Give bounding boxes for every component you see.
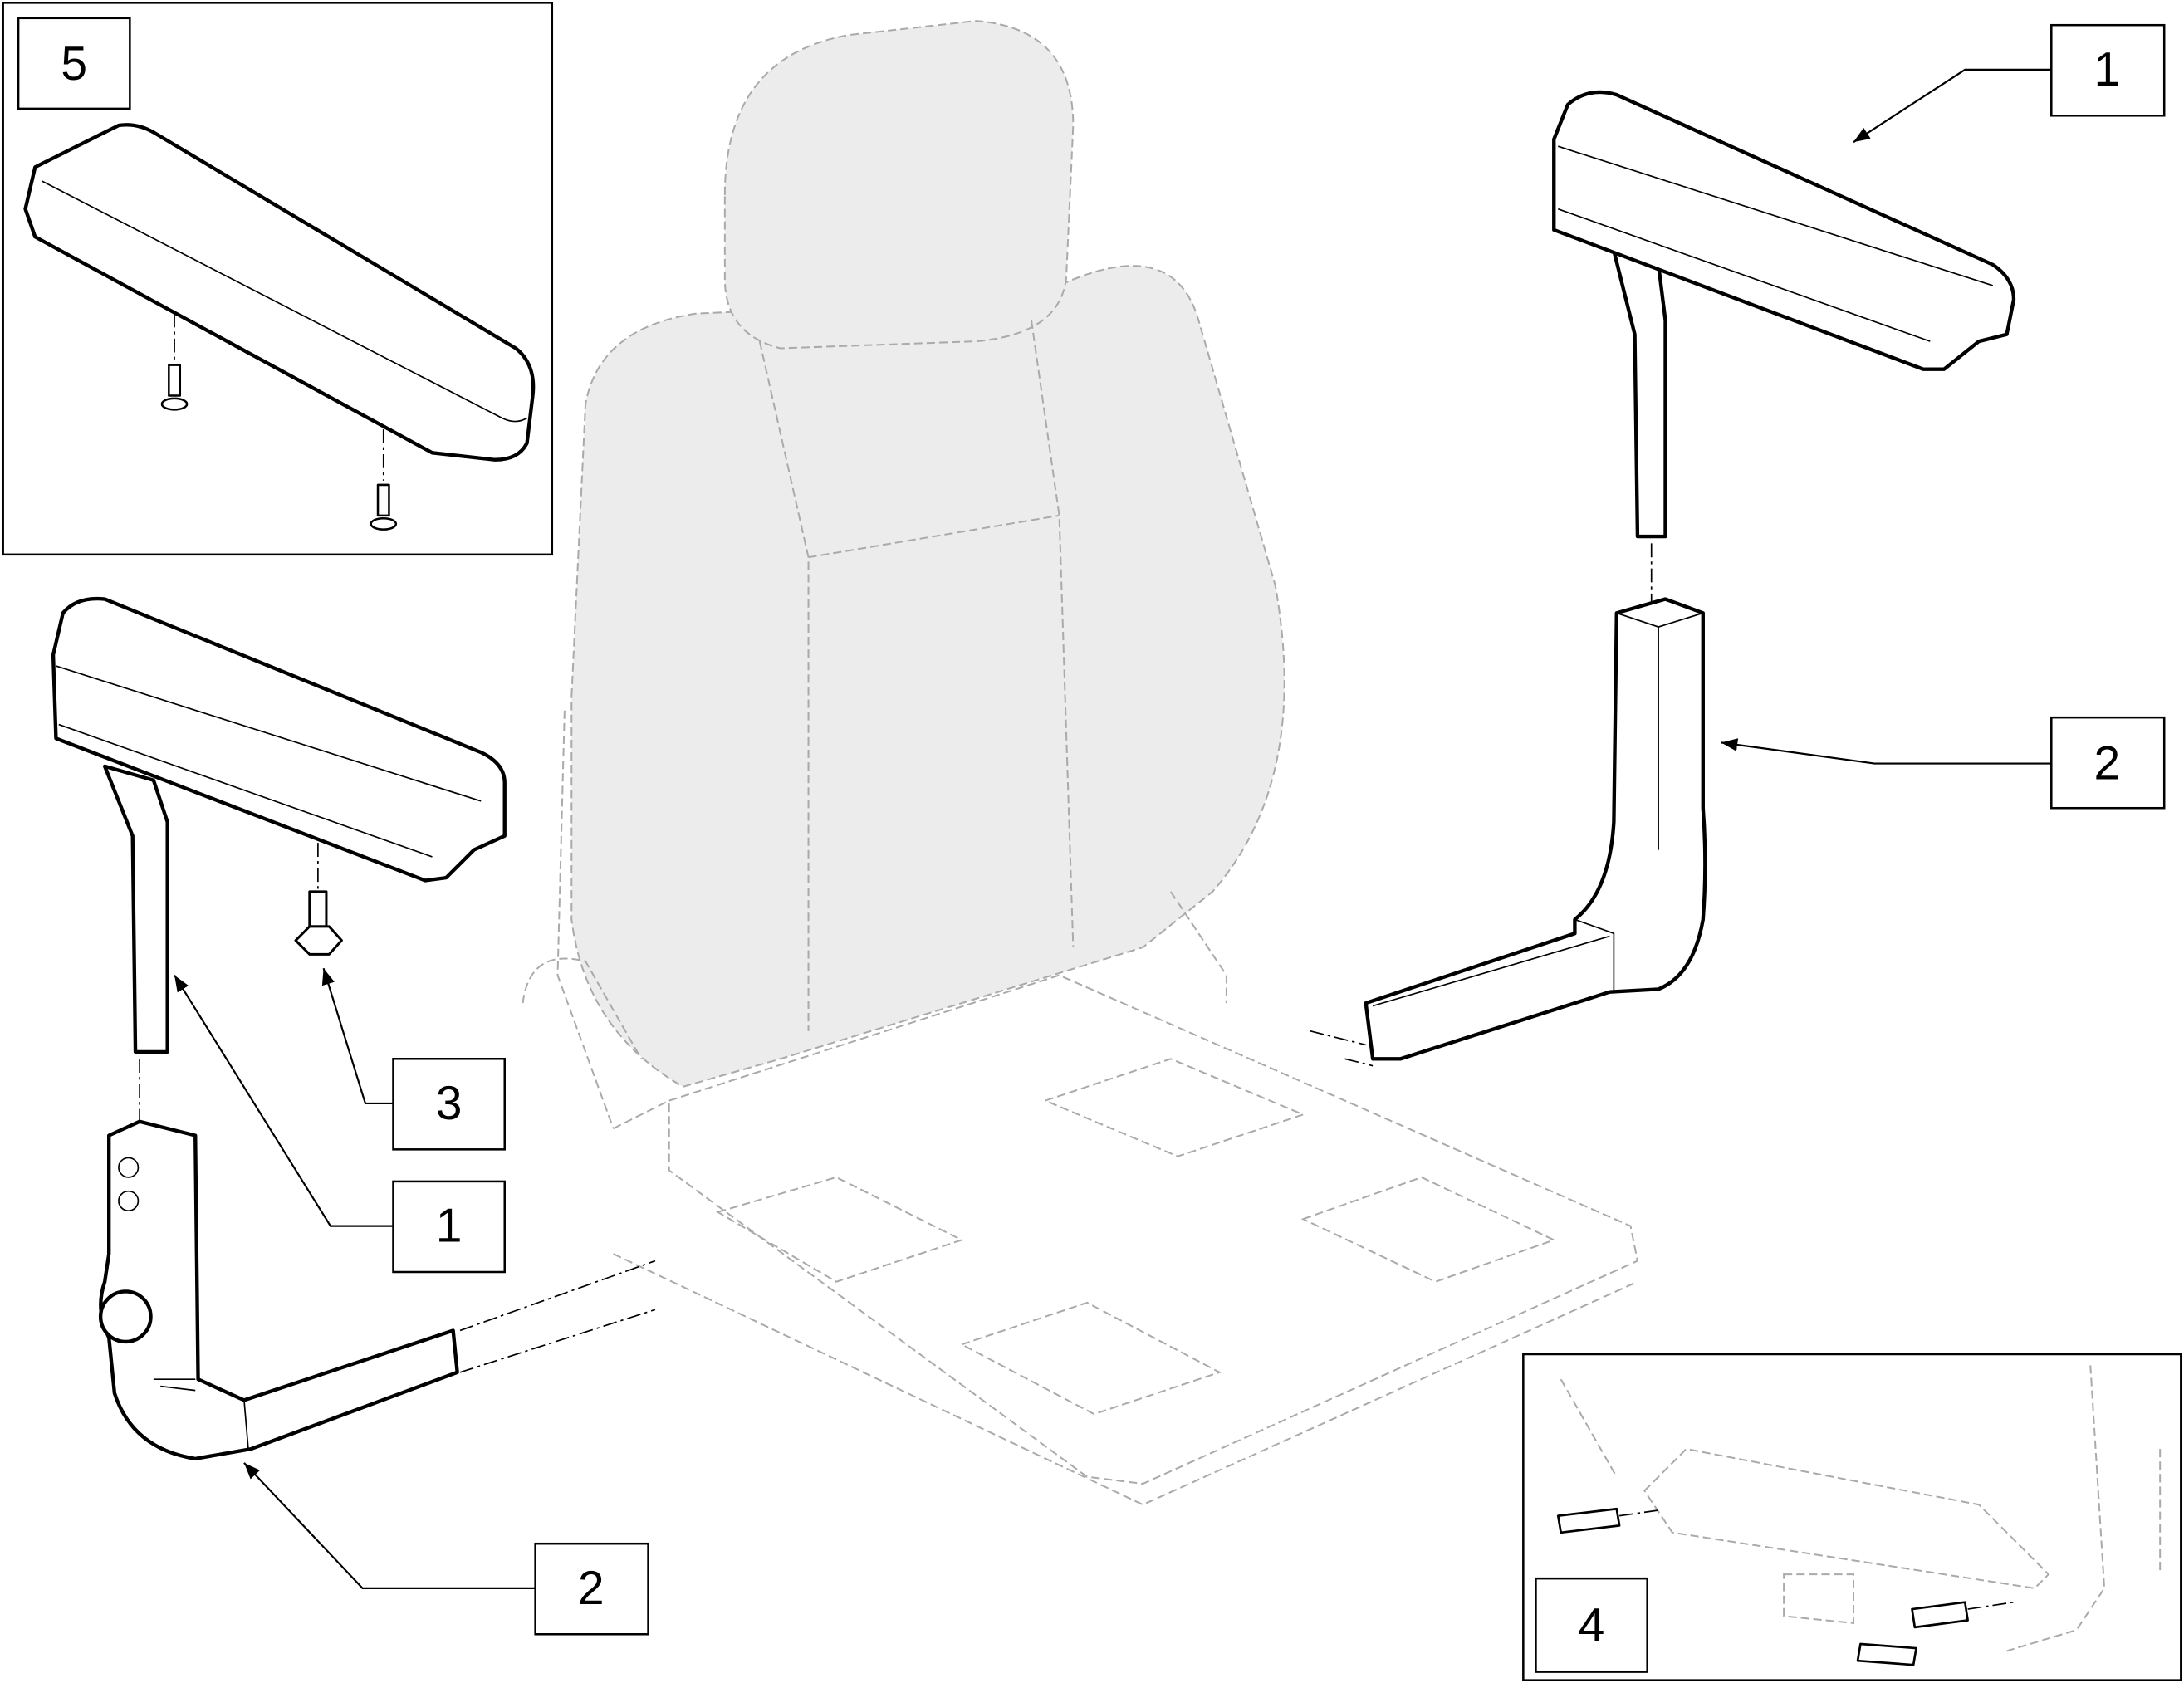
armpad-right xyxy=(1552,90,2016,371)
svg-text:2: 2 xyxy=(578,1562,605,1615)
callout-2-right: 2 xyxy=(1721,716,2166,810)
callout-3: 3 xyxy=(321,967,506,1151)
screw-icon xyxy=(370,483,398,531)
svg-text:1: 1 xyxy=(436,1200,463,1253)
armrest-left xyxy=(51,596,656,1461)
arm-post-left xyxy=(102,764,169,1054)
armpad-inset xyxy=(23,123,536,462)
arm-post-right xyxy=(1612,248,1667,539)
bolt-icon xyxy=(1556,1507,1659,1534)
inset-armpad-detail: 5 xyxy=(2,2,554,556)
callout-2-left: 2 xyxy=(243,1462,649,1636)
callout-4: 4 xyxy=(1579,1599,1605,1652)
arm-tube-right xyxy=(1364,597,1707,1061)
headrest xyxy=(723,20,1075,350)
inset-mounting-detail: 4 xyxy=(1522,1353,2182,1681)
callout-1-left: 1 xyxy=(174,975,506,1274)
svg-text:2: 2 xyxy=(2094,737,2121,790)
bolt-icon xyxy=(1856,1642,1917,1666)
screw-icon xyxy=(160,364,189,411)
seat-ghost xyxy=(522,20,1639,1506)
svg-text:3: 3 xyxy=(436,1077,463,1130)
seat-pan xyxy=(668,974,1639,1485)
bolt-icon xyxy=(1911,1601,2015,1629)
armpad-left xyxy=(51,596,507,883)
svg-text:1: 1 xyxy=(2094,43,2121,96)
seat-back xyxy=(570,265,1285,1088)
callout-5: 5 xyxy=(61,37,87,91)
knob-icon xyxy=(294,890,343,956)
callout-1-right: 1 xyxy=(1853,23,2166,144)
arm-tube-left xyxy=(99,1119,459,1461)
armrest-right xyxy=(1310,90,2016,1067)
